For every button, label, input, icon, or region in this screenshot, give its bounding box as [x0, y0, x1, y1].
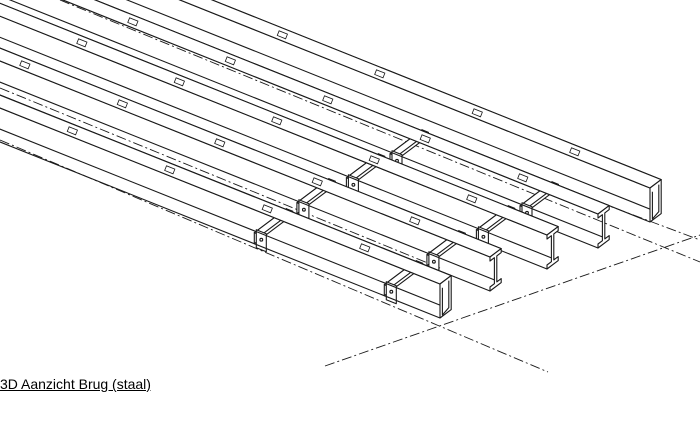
- beam-tag-box: [261, 204, 273, 214]
- beam-tag-box: [569, 147, 581, 157]
- beam-tag-box: [19, 60, 31, 70]
- beam-tag: [261, 204, 273, 214]
- beam-tag: [359, 243, 371, 253]
- bolt: [389, 289, 394, 294]
- beam-edge: [0, 0, 558, 261]
- beam-tag: [276, 30, 288, 40]
- i-beam-section: [598, 206, 609, 248]
- grid-line-cross-a: [325, 235, 700, 366]
- bolt: [351, 182, 356, 187]
- beam-tag: [409, 216, 421, 226]
- beam-edge: [0, 20, 451, 310]
- beam-tag: [66, 126, 78, 136]
- beam-tag: [374, 69, 386, 79]
- bolt: [431, 259, 436, 264]
- beam-tag: [569, 147, 581, 157]
- beam-tag: [76, 38, 88, 48]
- beam-tag: [517, 173, 529, 183]
- beam-tag-box: [271, 116, 283, 126]
- beam-tag: [322, 95, 334, 105]
- beam-tag-box: [322, 95, 334, 105]
- bolt: [301, 207, 306, 212]
- beam-tag-box: [173, 77, 185, 87]
- grid-line-long-c: [60, 0, 700, 262]
- beam-tag: [471, 108, 483, 118]
- beam-tag: [127, 17, 139, 27]
- steel-beams: [0, 0, 661, 318]
- beam-tag-box: [517, 173, 529, 183]
- beam-tag: [19, 60, 31, 70]
- beam-tag-box: [409, 216, 421, 226]
- beam-tag-box: [374, 69, 386, 79]
- beam-tag: [164, 165, 176, 175]
- beam-edge: [0, 0, 661, 214]
- beam-tag-box: [311, 177, 323, 187]
- grid-line-long-b: [0, 88, 440, 268]
- beam-tag-box: [368, 155, 380, 165]
- beam-edge: [0, 0, 609, 240]
- i-beam-section: [547, 227, 558, 269]
- beam-tag: [466, 194, 478, 204]
- beam-tag-box: [116, 99, 128, 109]
- beam-tag-box: [419, 134, 431, 144]
- beam-tag-box: [359, 243, 371, 253]
- bolt: [481, 234, 486, 239]
- channel-inner: [442, 281, 448, 315]
- view-caption: 3D Aanzicht Brug (staal): [0, 376, 151, 392]
- beam-tag-box: [471, 108, 483, 118]
- beam-tag-box: [76, 38, 88, 48]
- beam-edge: [0, 28, 440, 318]
- beam-tag: [173, 77, 185, 87]
- beam-tag-box: [214, 138, 226, 148]
- beam-tag-box: [466, 194, 478, 204]
- channel-inner: [652, 185, 658, 219]
- beam-tag: [214, 138, 226, 148]
- i-beam-section: [490, 249, 501, 291]
- beam-tags: [19, 17, 581, 253]
- beam-tag: [419, 134, 431, 144]
- beam-tag: [311, 177, 323, 187]
- beam-tag-box: [224, 56, 236, 66]
- beam-tag: [271, 116, 283, 126]
- beam-tag-box: [66, 126, 78, 136]
- beam-edge: [0, 0, 501, 283]
- beam-tag-box: [127, 17, 139, 27]
- beam-tag: [224, 56, 236, 66]
- beam-tag: [368, 155, 380, 165]
- bolt: [259, 237, 264, 242]
- beam-tag-box: [276, 30, 288, 40]
- beam-tag-box: [164, 165, 176, 175]
- beam-tag: [116, 99, 128, 109]
